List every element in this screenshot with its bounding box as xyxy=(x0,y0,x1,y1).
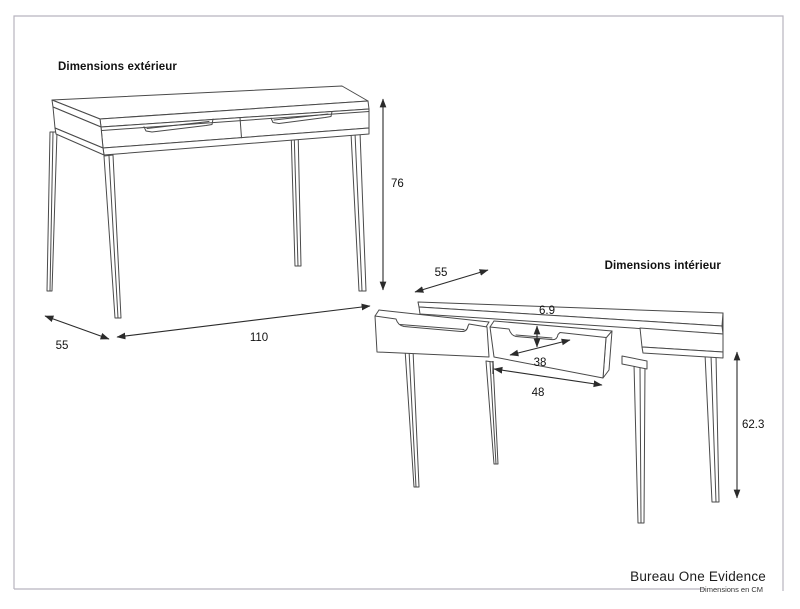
open-drawer-left xyxy=(374,309,490,358)
drawer-front xyxy=(374,315,490,358)
desk-leg xyxy=(103,154,122,319)
exterior-view-label: Dimensions extérieur xyxy=(58,61,177,73)
title-block: Bureau One Evidence Dimensions en CM xyxy=(630,569,766,594)
top-depth-arrow xyxy=(414,269,489,293)
exterior-width-value: 110 xyxy=(250,332,268,344)
interior-desk-drawing xyxy=(374,301,724,524)
drawer-handle-notch xyxy=(270,111,333,124)
drawer-divider xyxy=(239,117,242,139)
drawer-outer-width-arrow xyxy=(493,366,603,388)
exterior-height-value: 76 xyxy=(391,178,404,190)
interior-drawer-height-value: 6.9 xyxy=(539,305,555,317)
drawer-front xyxy=(489,326,607,379)
exterior-desk-drawing xyxy=(46,85,370,319)
interior-view-label: Dimensions intérieur xyxy=(605,260,722,272)
interior-dimensions: 55 6.9 38 48 62.3 Dimensions intérieur xyxy=(414,260,764,499)
product-name: Bureau One Evidence xyxy=(630,569,766,584)
drawer-rail xyxy=(621,355,648,370)
interior-drawer-outer-width-value: 48 xyxy=(532,387,545,399)
interior-clearance-value: 62.3 xyxy=(742,419,764,431)
drawer-handle-notch xyxy=(143,118,214,133)
exterior-dimensions: 76 110 55 Dimensions extérieur xyxy=(44,61,404,352)
interior-top-depth-value: 55 xyxy=(435,267,448,279)
exterior-depth-value: 55 xyxy=(56,340,69,352)
interior-drawer-inner-width-value: 38 xyxy=(534,357,547,369)
desk-leg xyxy=(633,363,646,524)
drawer-inner-width-arrow xyxy=(509,338,571,357)
desk-leg xyxy=(485,360,499,465)
units-note: Dimensions en CM xyxy=(700,585,763,594)
page-border xyxy=(13,15,784,591)
depth-dimension-arrow xyxy=(44,315,110,340)
width-dimension-arrow xyxy=(116,303,371,340)
open-drawer-right xyxy=(489,320,613,379)
